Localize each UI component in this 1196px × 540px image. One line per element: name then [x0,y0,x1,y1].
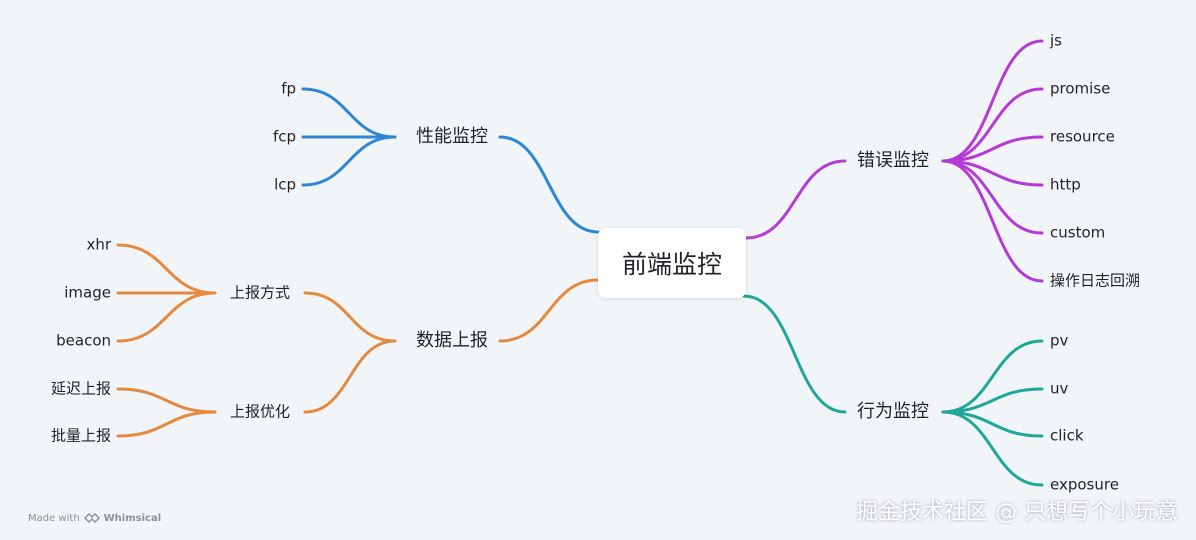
node-error-leaf[interactable]: http [1050,176,1081,194]
edge-report-sub-leaf [116,410,217,438]
edge-report-sub-leaf [116,243,217,295]
edge-error-leaf [941,39,1044,163]
edge-error-leaf [941,159,1044,283]
node-report-leaf[interactable]: 批量上报 [51,427,111,445]
whimsical-brand: Whimsical [103,512,162,524]
edge-performance-leaf [301,87,397,139]
root-node[interactable]: 前端监控 [598,228,746,298]
node-report-sub[interactable]: 上报优化 [230,403,290,421]
whimsical-logo-icon [83,513,100,523]
node-behavior-leaf[interactable]: exposure [1050,476,1119,494]
made-with-badge[interactable]: Made with Whimsical [28,512,161,524]
watermark: 掘金技术社区 @ 只想写个小玩意 [856,500,1178,525]
root-node-label: 前端监控 [621,250,722,279]
edge-error-leaf [941,135,1044,163]
edge-report-sub [303,339,397,414]
node-report-leaf[interactable]: beacon [56,332,111,350]
mindmap-labels: 性能监控 fp fcp lcp 数据上报 上报方式 xhr image beacon 上报优化 延迟… [51,32,1140,494]
node-performance-leaf[interactable]: fp [281,80,296,98]
node-error-leaf[interactable]: promise [1050,80,1110,98]
node-behavior[interactable]: 行为监控 [857,401,929,422]
node-report-leaf[interactable]: 延迟上报 [51,380,111,398]
edge-report-sub-leaf [116,387,217,414]
node-behavior-leaf[interactable]: pv [1050,332,1069,350]
node-error-leaf[interactable]: resource [1050,128,1115,146]
node-report-sub[interactable]: 上报方式 [230,284,290,302]
node-report-leaf[interactable]: xhr [86,236,111,254]
edge-behavior-leaf [941,410,1044,487]
edge-root-behavior [742,294,847,414]
edge-error-leaf [941,87,1044,163]
node-performance-leaf[interactable]: fcp [273,128,296,146]
edge-behavior-leaf [941,339,1044,414]
node-behavior-leaf[interactable]: click [1050,427,1084,445]
made-with-text: Made with [28,512,80,524]
node-report[interactable]: 数据上报 [416,330,488,351]
edge-report-sub [303,291,397,343]
edge-root-report [498,278,600,343]
node-error-leaf[interactable]: custom [1050,224,1105,242]
edge-root-error [744,159,847,240]
node-report-leaf[interactable]: image [64,284,111,302]
node-error-leaf[interactable]: js [1049,32,1062,50]
edge-root-performance [498,135,600,234]
node-behavior-leaf[interactable]: uv [1050,380,1069,398]
node-performance-leaf[interactable]: lcp [274,176,296,194]
edge-report-sub-leaf [116,291,217,343]
node-error-leaf[interactable]: 操作日志回溯 [1050,272,1140,290]
edge-behavior-leaf [941,387,1044,414]
node-error[interactable]: 错误监控 [857,150,929,171]
node-performance[interactable]: 性能监控 [416,126,488,147]
edge-performance-leaf [301,135,397,187]
mindmap-edges [116,39,1044,487]
